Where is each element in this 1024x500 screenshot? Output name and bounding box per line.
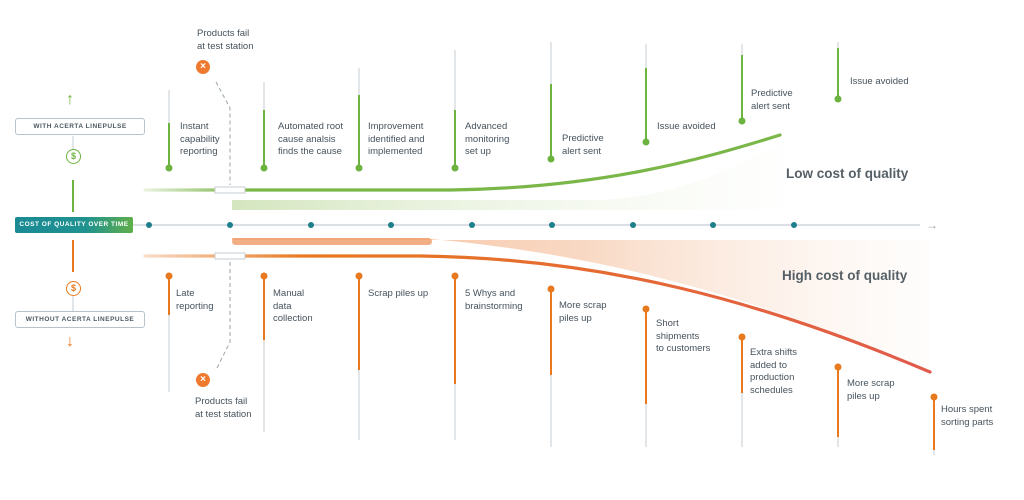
low-line-marker — [214, 186, 246, 194]
axis-dot-7 — [630, 222, 636, 228]
with-stem-dot-2 — [260, 164, 268, 172]
without-stem-dot-4 — [451, 272, 459, 280]
without-stem-dot-3 — [355, 272, 363, 280]
down-arrow-icon: ↓ — [66, 333, 74, 350]
without-event-7: Extra shifts added to production schedul… — [750, 347, 797, 396]
orange-event-stems — [165, 272, 938, 455]
without-stem-dot-8 — [834, 363, 842, 371]
fail-event-top-label: Products fail at test station — [197, 28, 254, 52]
axis-dot-9 — [791, 222, 797, 228]
fail-icon-bottom: × — [196, 373, 210, 387]
axis-dot-3 — [308, 222, 314, 228]
without-event-6: Short shipments to customers — [656, 318, 711, 354]
without-stem-dot-5 — [547, 285, 555, 293]
dollar-icon-green: $ — [66, 149, 81, 164]
without-stem-dot-9 — [930, 393, 938, 401]
low-cost-band — [232, 130, 810, 210]
with-stem-dot-4 — [451, 164, 459, 172]
with-event-7: Predictive alert sent — [751, 88, 793, 112]
with-stem-dot-1 — [165, 164, 173, 172]
high-line-marker — [214, 252, 246, 260]
without-event-2: Manual data collection — [273, 288, 313, 324]
fail-icon-top: × — [196, 60, 210, 74]
cost-of-quality-axis-label: COST OF QUALITY OVER TIME — [15, 217, 133, 233]
axis-dot-4 — [388, 222, 394, 228]
fail-connector-bottom — [215, 262, 231, 371]
with-stem-dot-5 — [547, 155, 555, 163]
low-cost-trend-line — [143, 133, 782, 192]
with-stem-dot-3 — [355, 164, 363, 172]
without-event-9: Hours spent sorting parts — [941, 404, 994, 428]
axis-dots — [146, 222, 797, 228]
without-linepulse-label: WITHOUT ACERTA LINEPULSE — [15, 311, 145, 328]
axis-dot-6 — [549, 222, 555, 228]
fail-connector-top — [215, 81, 231, 185]
with-event-6: Issue avoided — [657, 121, 716, 132]
with-event-1: Instant capability reporting — [180, 121, 220, 157]
with-event-4: Advanced monitoring set up — [465, 121, 510, 157]
high-cost-label: High cost of quality — [782, 268, 908, 283]
axis-dot-8 — [710, 222, 716, 228]
without-event-1: Late reporting — [176, 288, 214, 312]
dollar-icon-orange: $ — [66, 281, 81, 296]
with-event-5: Predictive alert sent — [562, 133, 604, 157]
axis-dot-1 — [146, 222, 152, 228]
with-event-8: Issue avoided — [850, 76, 909, 87]
high-cost-trend-line — [143, 254, 932, 374]
without-event-4: 5 Whys and brainstorming — [465, 288, 523, 312]
without-event-3: Scrap piles up — [368, 288, 429, 299]
with-stem-dot-6 — [642, 138, 650, 146]
without-stem-dot-1 — [165, 272, 173, 280]
fail-event-bottom-label: Products fail at test station — [195, 396, 252, 420]
without-stem-dot-7 — [738, 333, 746, 341]
axis-dot-2 — [227, 222, 233, 228]
high-cost-band-cap — [232, 238, 432, 245]
without-event-8: More scrap piles up — [847, 378, 895, 402]
green-event-stems — [165, 42, 842, 172]
with-stem-dot-7 — [738, 117, 746, 125]
up-arrow-icon: ↑ — [66, 91, 74, 108]
without-stem-dot-6 — [642, 305, 650, 313]
low-cost-label: Low cost of quality — [786, 166, 909, 181]
high-cost-band — [232, 238, 930, 372]
axis-dot-5 — [469, 222, 475, 228]
with-event-3: Improvement identified and implemented — [368, 121, 425, 157]
with-linepulse-label: WITH ACERTA LINEPULSE — [15, 118, 145, 135]
without-stem-dot-2 — [260, 272, 268, 280]
with-event-2: Automated root cause analsis finds the c… — [278, 121, 343, 157]
without-event-5: More scrap piles up — [559, 300, 607, 324]
with-stem-dot-8 — [834, 95, 842, 103]
axis-arrow-icon: → — [926, 218, 938, 232]
